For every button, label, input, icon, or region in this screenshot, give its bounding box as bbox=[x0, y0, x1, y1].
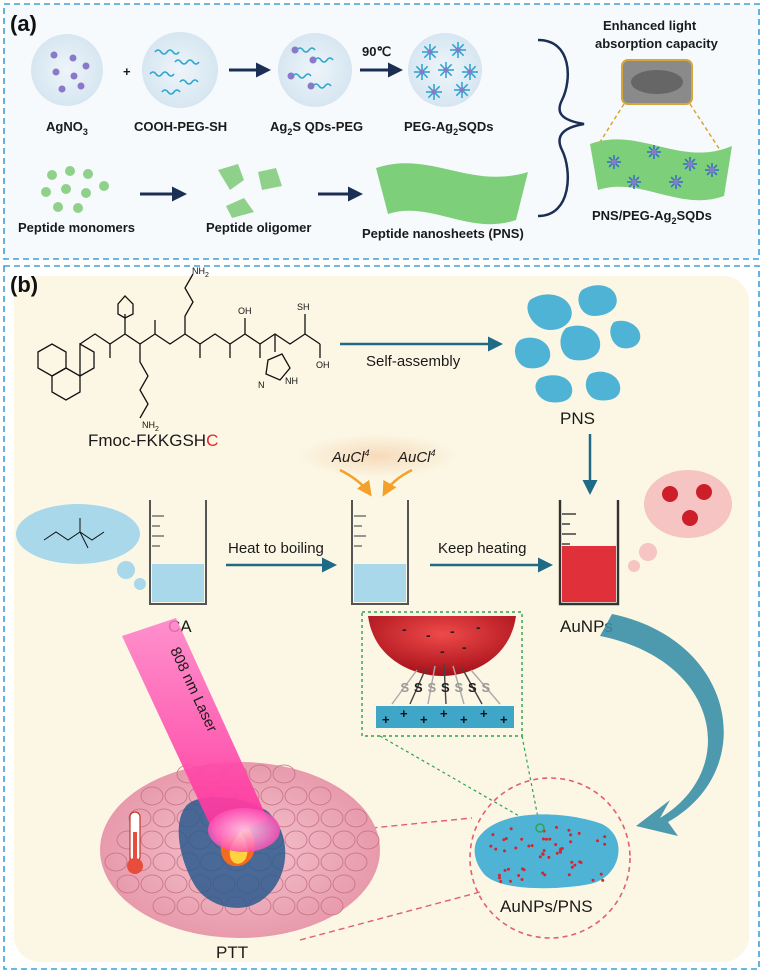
thermometer-icon bbox=[127, 811, 143, 874]
aunps-pns-sheet bbox=[474, 814, 619, 889]
svg-text:AgNO3: AgNO3 bbox=[46, 119, 88, 137]
plus-sign: + bbox=[123, 64, 131, 79]
citric-acid-structure bbox=[43, 518, 105, 549]
svg-text:Fmoc-FKKGSHC: Fmoc-FKKGSHC bbox=[88, 431, 218, 450]
aunps-dots bbox=[489, 825, 607, 883]
strip-charges: + + + + + + + bbox=[382, 706, 508, 727]
aunps-bubble bbox=[644, 470, 732, 538]
sheet-qd-stars bbox=[607, 145, 719, 189]
svg-text:PNS/PEG-Ag2SQDs: PNS/PEG-Ag2SQDs bbox=[592, 208, 712, 226]
peptide-monomers-dots bbox=[41, 166, 109, 213]
zoom-box bbox=[361, 611, 523, 737]
svg-text:Ag2S QDs-PEG: Ag2S QDs-PEG bbox=[270, 119, 363, 137]
svg-text:S: S bbox=[401, 680, 410, 695]
nh-ring: NH bbox=[285, 376, 298, 386]
fmoc-c: C bbox=[206, 431, 218, 450]
panel-a-frame bbox=[3, 3, 760, 260]
agno3-label: AgNO bbox=[46, 119, 83, 134]
peg-circle bbox=[142, 32, 218, 108]
panel-b: (b) bbox=[3, 265, 760, 970]
beaker-ca bbox=[149, 500, 207, 605]
svg-text:S: S bbox=[414, 680, 423, 695]
n-ring: N bbox=[258, 380, 265, 390]
peptide-oligomer-shapes bbox=[218, 164, 282, 218]
pns-strip bbox=[376, 706, 514, 728]
peg-label: COOH-PEG-SH bbox=[134, 119, 227, 134]
svg-text:S: S bbox=[428, 680, 437, 695]
beaker-boiling bbox=[351, 500, 409, 605]
ptt-label: PTT bbox=[216, 943, 248, 962]
svg-text:AuCl4: AuCl4 bbox=[331, 448, 370, 466]
qd-stars bbox=[414, 42, 478, 100]
laser-beam bbox=[122, 618, 268, 842]
aucl-label-2: AuCl bbox=[397, 449, 431, 466]
ca-bubble bbox=[16, 504, 140, 564]
peptide-nanosheet bbox=[376, 163, 528, 225]
ag2s-circle bbox=[278, 33, 352, 107]
svg-text:PEG-Ag2SQDs: PEG-Ag2SQDs bbox=[404, 119, 494, 137]
aunps-pns-circle bbox=[469, 777, 631, 939]
fmoc-label: Fmoc-FKKGSH bbox=[88, 431, 206, 450]
heat-label: Heat to boiling bbox=[228, 540, 324, 557]
combine-brace bbox=[537, 38, 585, 218]
svg-text:S: S bbox=[455, 680, 464, 695]
svg-text:+: + bbox=[440, 706, 448, 721]
svg-text:+: + bbox=[500, 712, 508, 727]
svg-text:NH2: NH2 bbox=[192, 266, 209, 279]
svg-text:+: + bbox=[460, 712, 468, 727]
oh-label-1: OH bbox=[238, 306, 252, 316]
oh-label-2: OH bbox=[316, 360, 330, 370]
pns-label: PNS bbox=[560, 409, 595, 428]
agno3-sub: 3 bbox=[83, 127, 88, 137]
svg-text:AuCl4: AuCl4 bbox=[397, 448, 436, 466]
gold-surface bbox=[368, 616, 516, 676]
svg-text:-: - bbox=[476, 619, 481, 635]
panel-a: (a) AgNO3 + COOH-PEG-SH bbox=[3, 3, 760, 260]
panel-a-letter: (a) bbox=[10, 11, 37, 36]
aucl-label-1: AuCl bbox=[331, 449, 365, 466]
agno3-circle bbox=[31, 34, 103, 106]
peptide-oligomer-label: Peptide oligomer bbox=[206, 220, 311, 235]
svg-text:-: - bbox=[462, 639, 467, 655]
curved-arrow bbox=[600, 614, 724, 836]
svg-text:-: - bbox=[426, 627, 431, 643]
pns-blobs bbox=[514, 285, 641, 403]
svg-text:-: - bbox=[450, 623, 455, 639]
peptide-monomers-label: Peptide monomers bbox=[18, 220, 135, 235]
enhanced-line-1: Enhanced light bbox=[603, 18, 697, 33]
pns-peg-sheet bbox=[590, 139, 732, 201]
svg-text:S: S bbox=[482, 680, 491, 695]
svg-text:S: S bbox=[468, 680, 477, 695]
agno3-dots bbox=[50, 51, 90, 93]
svg-text:S: S bbox=[441, 680, 450, 695]
svg-text:+: + bbox=[400, 706, 408, 721]
surface-charges: ------ bbox=[402, 619, 481, 659]
keep-heating-label: Keep heating bbox=[438, 540, 526, 557]
svg-text:+: + bbox=[480, 706, 488, 721]
aunps-label: AuNPs bbox=[560, 617, 613, 636]
sh-label: SH bbox=[297, 302, 310, 312]
peg-squiggles bbox=[149, 49, 200, 95]
enhanced-line-2: absorption capacity bbox=[595, 36, 719, 51]
svg-text:+: + bbox=[382, 712, 390, 727]
svg-text:+: + bbox=[420, 712, 428, 727]
panel-b-letter: (b) bbox=[10, 272, 38, 297]
svg-text:NH2: NH2 bbox=[142, 420, 159, 433]
aunps-pns-label: AuNPs/PNS bbox=[500, 897, 593, 916]
svg-text:-: - bbox=[440, 643, 445, 659]
beaker-aunps bbox=[558, 500, 620, 606]
peptide-nanosheets-label: Peptide nanosheets (PNS) bbox=[362, 226, 524, 241]
svg-text:-: - bbox=[402, 621, 407, 637]
fmoc-structure bbox=[37, 273, 321, 419]
temp-label: 90℃ bbox=[362, 44, 391, 59]
ag2s-particles bbox=[287, 46, 334, 90]
self-assembly-label: Self-assembly bbox=[366, 353, 461, 370]
